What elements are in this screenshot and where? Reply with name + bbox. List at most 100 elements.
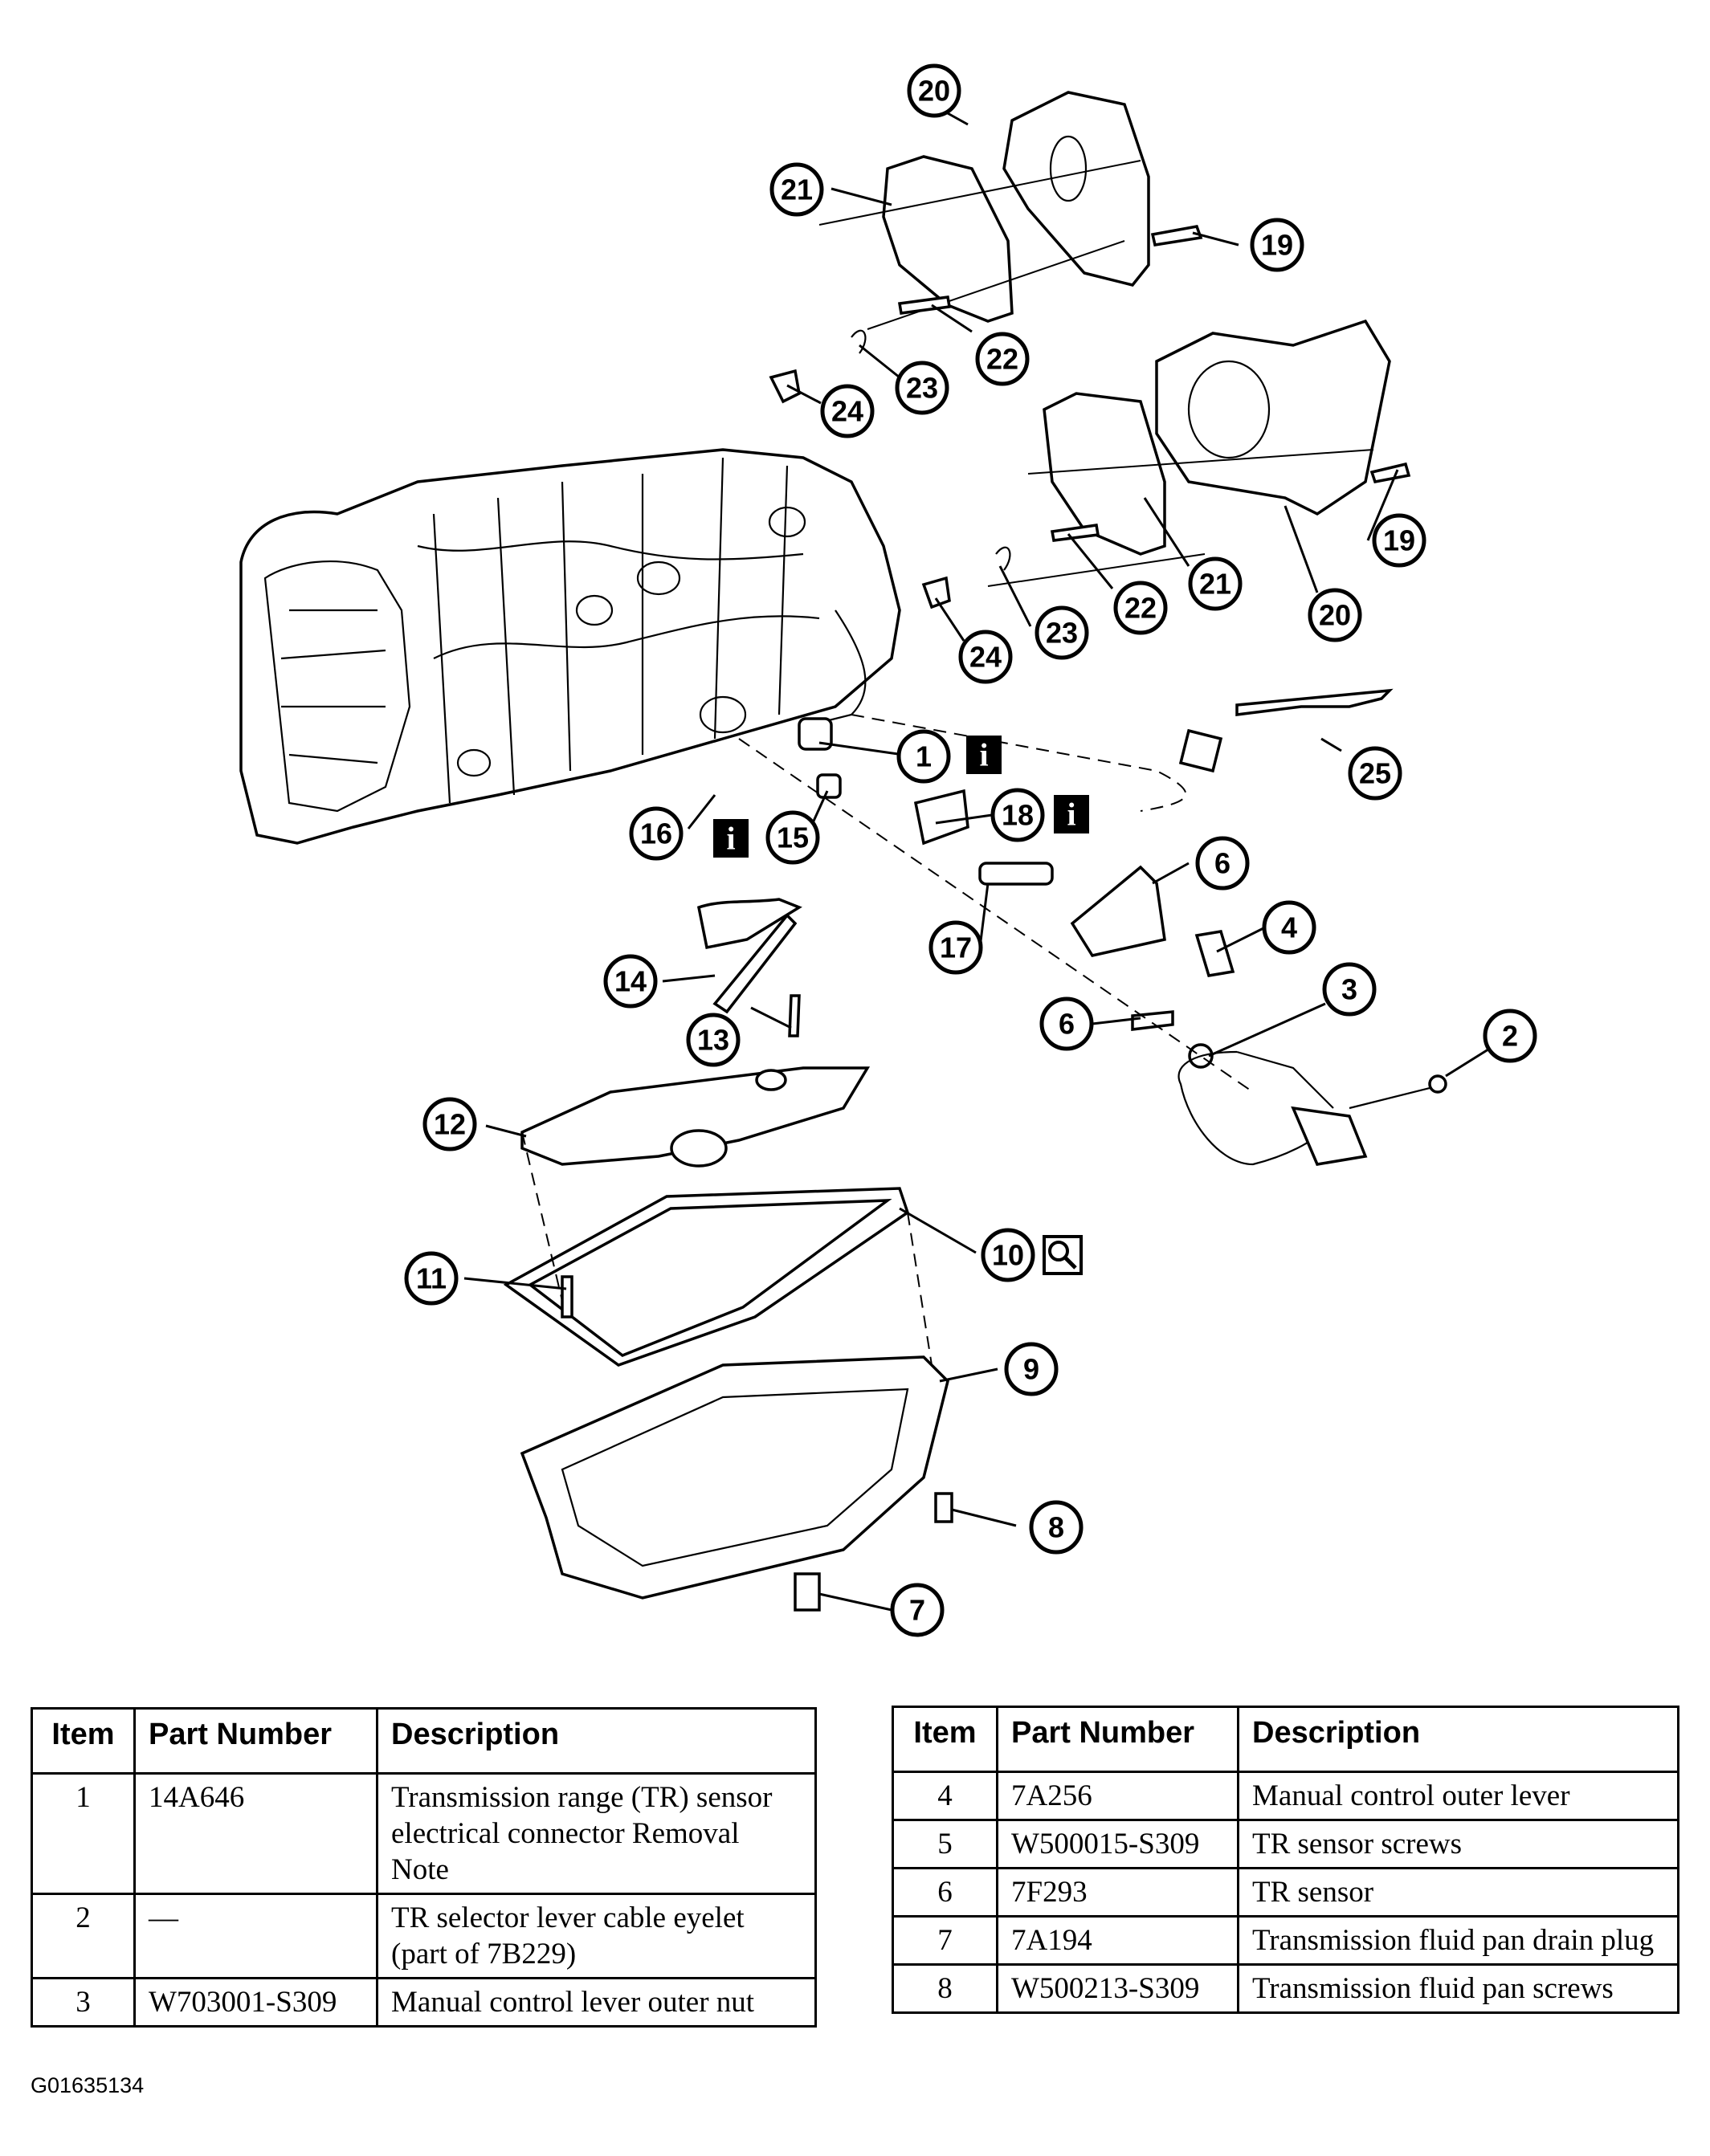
table-row: 2 — TR selector lever cable eyelet (part… [31, 1893, 817, 1979]
lower-extension-housing [987, 319, 1391, 587]
callout-2: 2 [1483, 1009, 1537, 1063]
cell-item: 2 [31, 1893, 136, 1979]
table-row: 4 7A256 Manual control outer lever [892, 1771, 1679, 1821]
callout-15: 15 [765, 810, 820, 865]
callout-label: 22 [1124, 592, 1157, 625]
callout-3: 3 [1322, 962, 1377, 1017]
table-row: 3 W703001-S309 Manual control lever oute… [31, 1977, 817, 2028]
cell-part-number: W500015-S309 [996, 1819, 1239, 1869]
cell-part-number: 14A646 [133, 1772, 378, 1895]
table-row: 8 W500213-S309 Transmission fluid pan sc… [892, 1963, 1679, 2014]
table-row: 7 7A194 Transmission fluid pan drain plu… [892, 1915, 1679, 1966]
header-description: Description [376, 1707, 817, 1775]
table-header-row: Item Part Number Description [892, 1706, 1679, 1773]
cell-part-number: — [133, 1893, 378, 1979]
info-icon-item-1[interactable]: i [966, 736, 1002, 774]
callout-6-screws: 6 [1039, 996, 1094, 1051]
callout-label: 6 [1214, 847, 1230, 880]
callout-1: 1 [896, 729, 951, 784]
info-icon-letter: i [979, 737, 988, 773]
assembly-lines [521, 714, 1254, 1366]
header-part-number: Part Number [996, 1706, 1239, 1773]
callout-19-lower: 19 [1372, 513, 1426, 568]
cell-description: Transmission fluid pan drain plug [1237, 1915, 1679, 1966]
callout-20-upper: 20 [907, 63, 961, 118]
fluid-filter [520, 1066, 871, 1168]
info-icon-item-18[interactable]: i [1054, 795, 1089, 833]
callout-label: 17 [940, 931, 972, 964]
cell-description: TR sensor screws [1237, 1819, 1679, 1869]
callout-21-lower: 21 [1188, 556, 1243, 611]
callout-label: 16 [640, 817, 672, 850]
transmission-case [239, 448, 901, 845]
cell-description: Manual control lever outer nut [376, 1977, 817, 2028]
callout-6-sensor: 6 [1195, 836, 1250, 891]
callout-label: 20 [1319, 599, 1351, 632]
callout-label: 13 [697, 1024, 729, 1057]
cell-part-number: 7F293 [996, 1867, 1239, 1918]
callout-25: 25 [1348, 746, 1402, 801]
callout-10: 10 [981, 1228, 1035, 1282]
info-icon-letter: i [726, 821, 735, 857]
cell-description: Transmission range (TR) sensor electrica… [376, 1772, 817, 1895]
cell-description: TR selector lever cable eyelet (part of … [376, 1893, 817, 1979]
callout-label: 24 [831, 395, 863, 428]
callout-label: 6 [1059, 1008, 1075, 1041]
callout-8: 8 [1029, 1500, 1084, 1555]
callout-label: 7 [909, 1594, 925, 1627]
callout-label: 21 [1199, 568, 1231, 601]
exploded-transmission-diagram: 1 2 3 4 6 6 7 8 9 10 11 12 13 14 15 16 1… [239, 63, 1537, 1637]
cell-item: 7 [892, 1915, 998, 1966]
fluid-pan [520, 1275, 953, 1612]
callout-4: 4 [1262, 900, 1316, 955]
callout-11: 11 [404, 1251, 459, 1306]
callout-20-lower: 20 [1308, 588, 1362, 642]
parts-table-right: Item Part Number Description 4 7A256 Man… [892, 1706, 1679, 2014]
callout-23-upper: 23 [895, 361, 949, 415]
cell-part-number: 7A256 [996, 1771, 1239, 1821]
callout-label: 14 [614, 965, 647, 998]
header-item: Item [892, 1706, 998, 1773]
callout-16: 16 [629, 806, 684, 861]
cell-part-number: W500213-S309 [996, 1963, 1239, 2014]
callout-label: 21 [781, 173, 813, 206]
callout-label: 12 [434, 1108, 466, 1141]
figure-id: G01635134 [31, 2073, 145, 2097]
table-header-row: Item Part Number Description [31, 1707, 817, 1775]
callout-label: 19 [1261, 229, 1293, 262]
callout-7: 7 [890, 1583, 945, 1637]
callout-22-lower: 22 [1113, 581, 1168, 635]
callout-label: 10 [992, 1239, 1024, 1272]
callout-23-lower: 23 [1035, 605, 1089, 660]
callout-label: 2 [1502, 1020, 1518, 1053]
cell-item: 3 [31, 1977, 136, 2028]
header-description: Description [1237, 1706, 1679, 1773]
callout-label: 8 [1048, 1511, 1064, 1544]
header-item: Item [31, 1707, 136, 1775]
callout-21-upper: 21 [769, 162, 824, 217]
cell-item: 5 [892, 1819, 998, 1869]
table-row: 1 14A646 Transmission range (TR) sensor … [31, 1772, 817, 1895]
cell-description: Manual control outer lever [1237, 1771, 1679, 1821]
cell-part-number: W703001-S309 [133, 1977, 378, 2028]
magnifier-icon[interactable] [1043, 1235, 1083, 1275]
callout-17: 17 [928, 920, 983, 975]
info-icon-letter: i [1067, 797, 1075, 833]
parts-table-left: Item Part Number Description 1 14A646 Tr… [31, 1707, 817, 2028]
callout-13: 13 [686, 1013, 741, 1067]
small-hardware [696, 225, 1411, 1069]
cell-description: TR sensor [1237, 1867, 1679, 1918]
callout-label: 3 [1341, 973, 1357, 1006]
callout-label: 18 [1002, 799, 1034, 832]
info-icon-item-15[interactable]: i [713, 819, 749, 858]
callout-label: 1 [916, 740, 932, 773]
callout-label: 9 [1023, 1353, 1039, 1386]
callout-label: 4 [1281, 911, 1297, 944]
callout-label: 11 [416, 1262, 447, 1295]
callout-label: 23 [1046, 617, 1078, 650]
callout-label: 24 [969, 641, 1002, 674]
callout-22-upper: 22 [975, 332, 1030, 386]
callout-19-upper: 19 [1250, 218, 1304, 272]
callout-14: 14 [603, 954, 658, 1009]
shift-cable [1177, 1050, 1447, 1166]
